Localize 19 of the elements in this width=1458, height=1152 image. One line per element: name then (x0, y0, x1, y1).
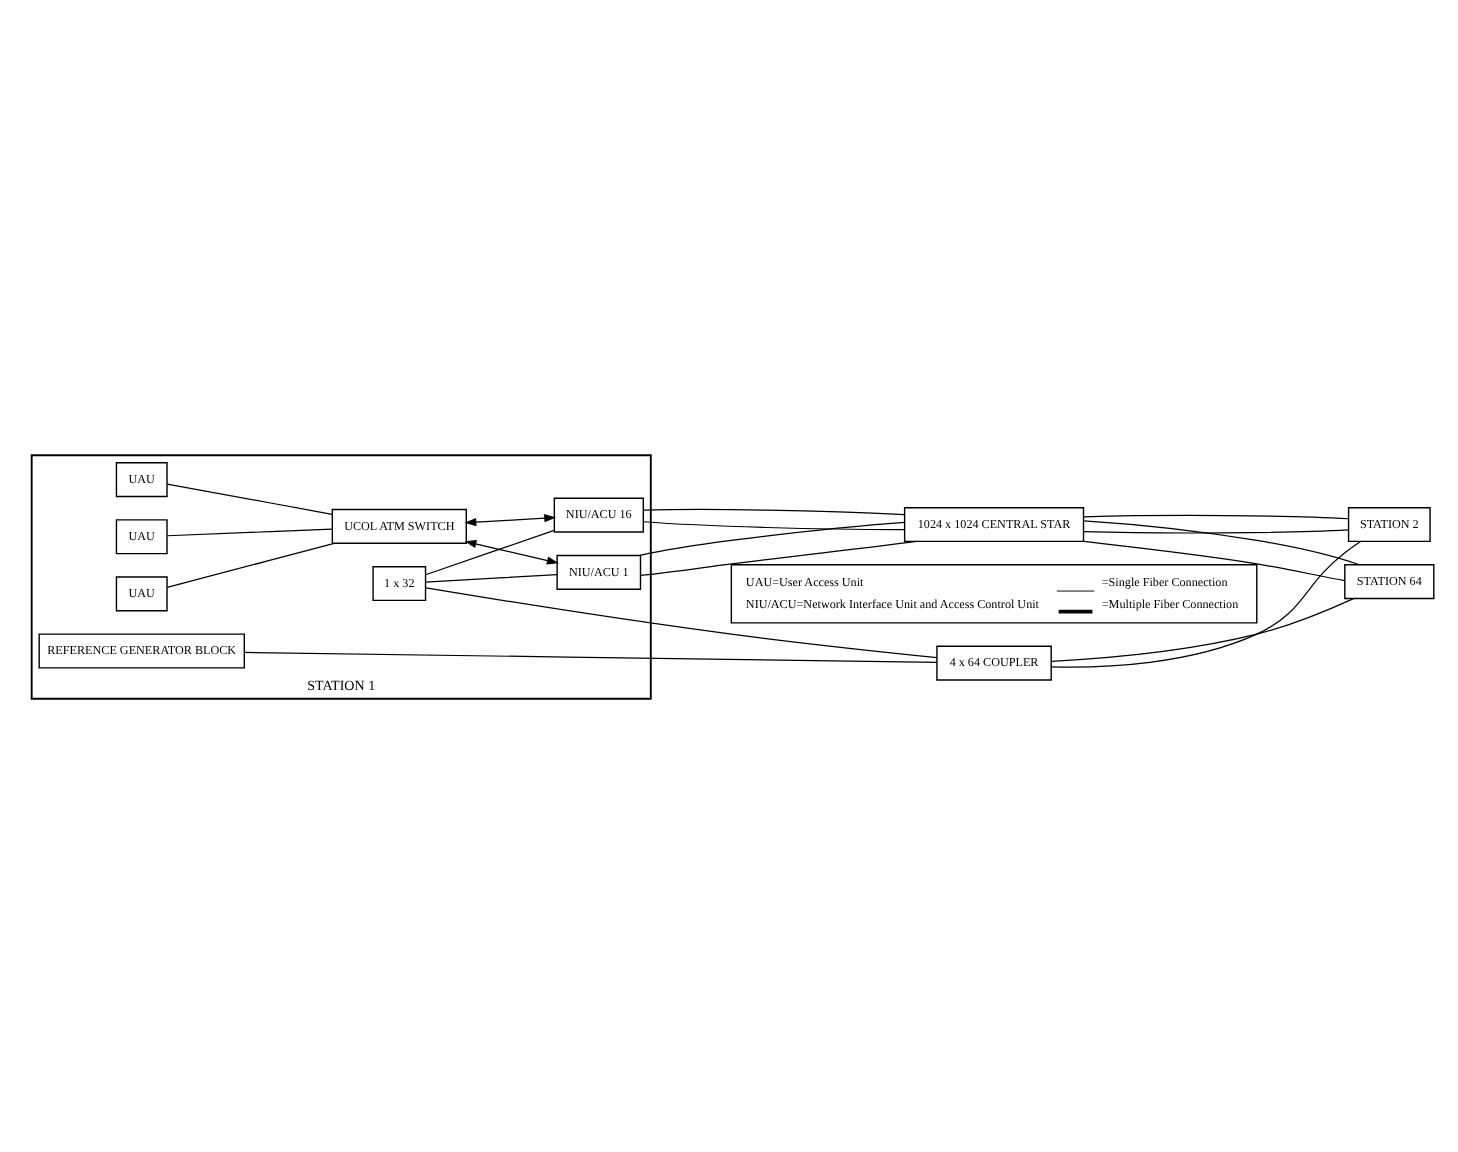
connector (1082, 513, 1349, 519)
arrow (464, 513, 557, 526)
connector (243, 650, 938, 662)
connector (1082, 539, 1346, 581)
arrow (464, 539, 559, 564)
connector (639, 539, 918, 576)
connector (166, 541, 335, 587)
connector (1082, 528, 1349, 533)
connector (425, 528, 555, 575)
connector (425, 573, 558, 582)
connector (639, 520, 906, 556)
connector (166, 482, 333, 514)
connector (1050, 597, 1355, 661)
connector (642, 507, 906, 515)
connector (425, 586, 938, 658)
connector (166, 527, 333, 536)
connector (1050, 540, 1361, 667)
connector (1083, 519, 1360, 565)
connector (642, 520, 906, 530)
